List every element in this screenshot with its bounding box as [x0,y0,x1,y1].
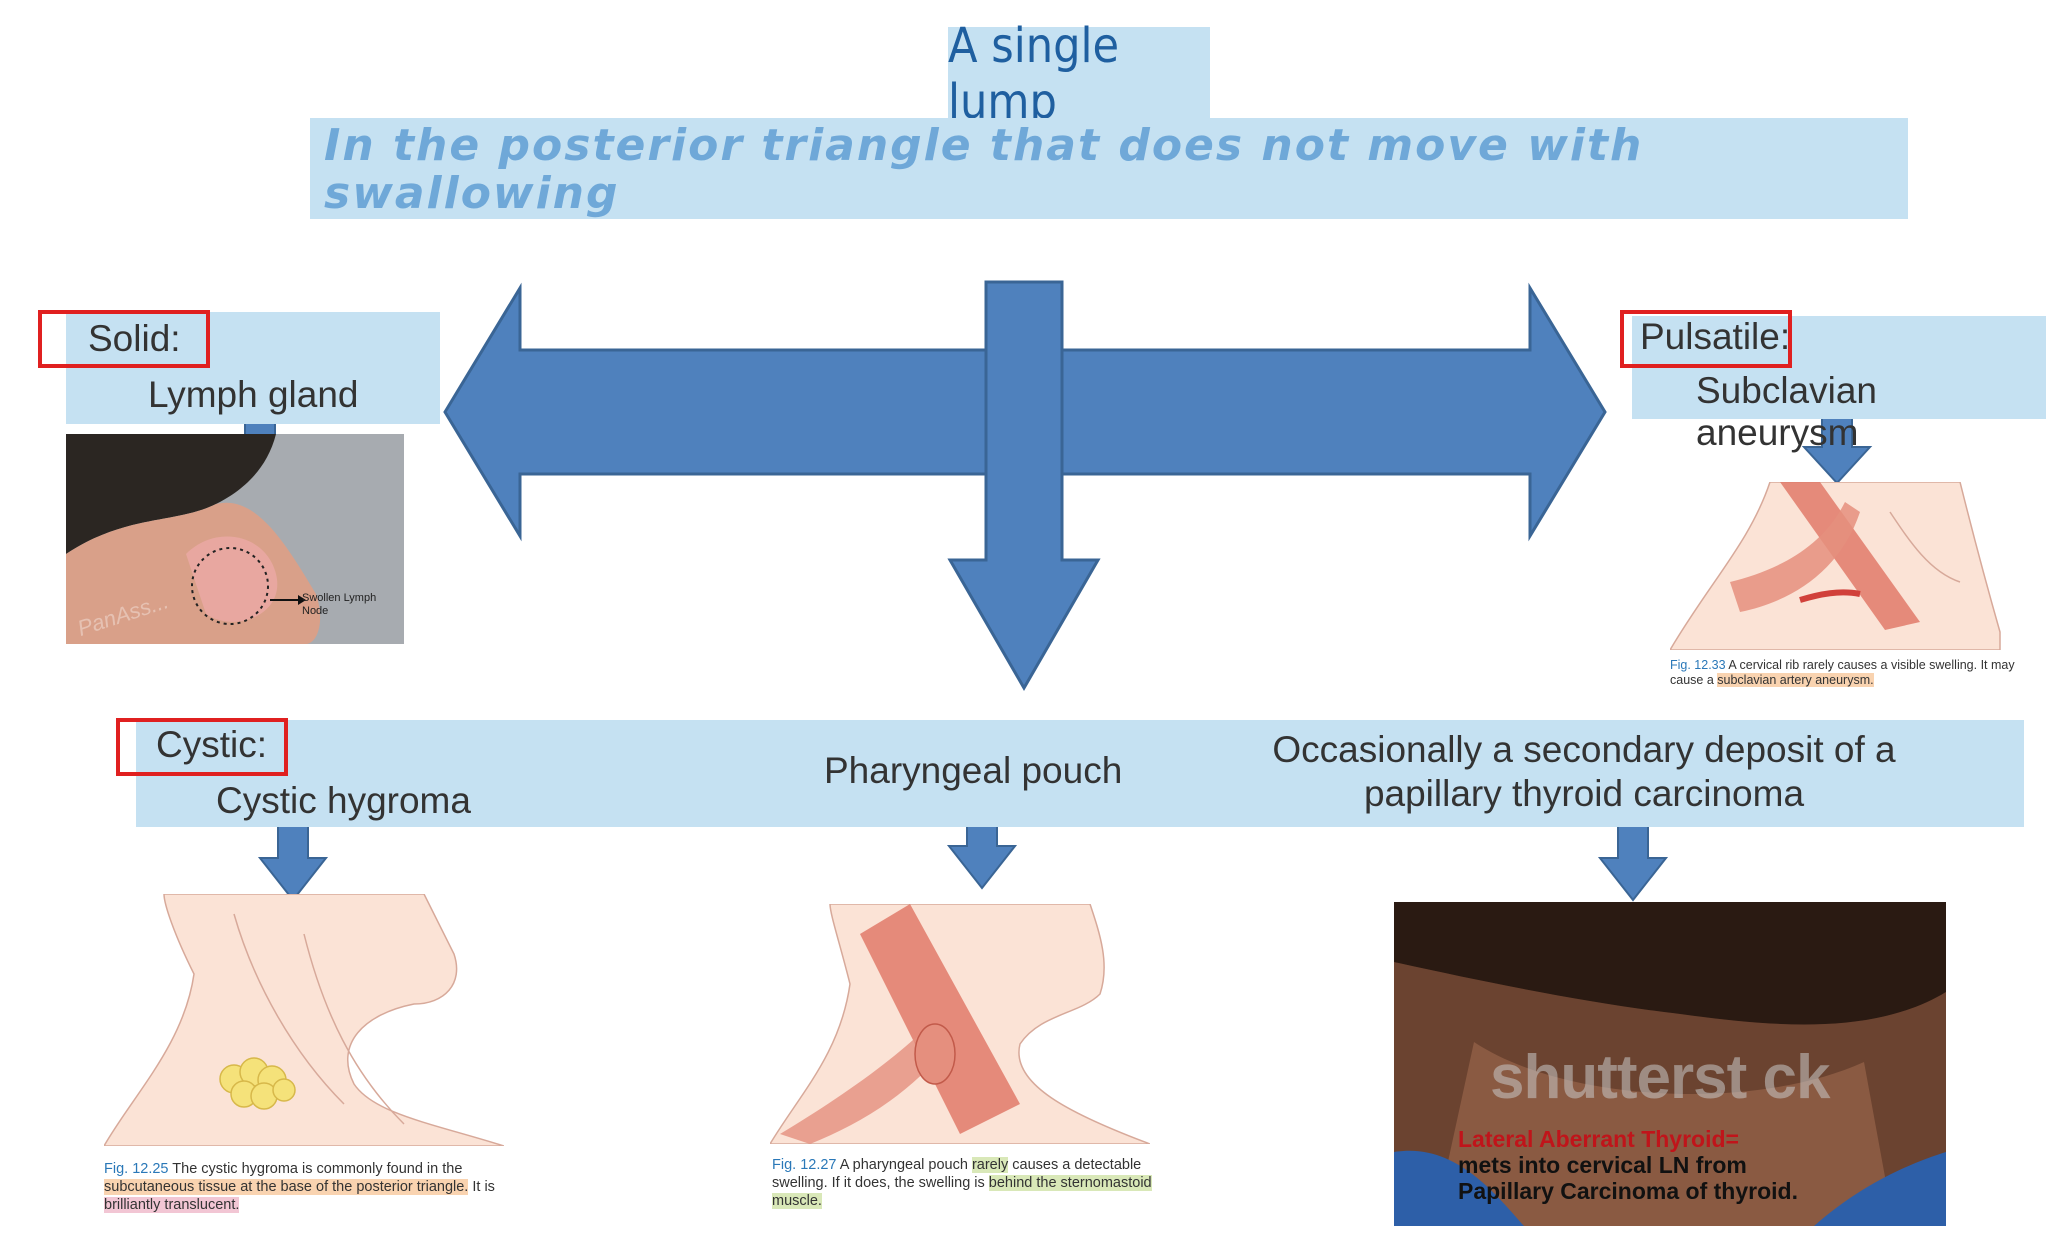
diagram-title: A single lump [948,18,1210,130]
cystic-hygroma-illustration [104,894,504,1146]
pulsatile-caption: Fig. 12.33 A cervical rib rarely causes … [1670,658,2030,688]
pharyngeal-pouch-label: Pharyngeal pouch [824,750,1123,791]
pouch-caption-fig: Fig. 12.27 [772,1157,837,1173]
cystic-category-label: Cystic: [156,724,267,765]
subclavian-aneurysm-label: Subclavian aneurysm [1696,370,1878,453]
arrow-cystic-hygroma [257,825,329,902]
pulsatile-highlight-frame [1620,310,1792,368]
vertical-down-arrow [947,280,1101,691]
cystic-caption-text2: It is [472,1179,495,1195]
pulsatile-category-label: Pulsatile: [1640,316,1791,357]
pouch-caption: Fig. 12.27 A pharyngeal pouch rarely cau… [772,1156,1172,1210]
arrow-subclavian [1801,413,1873,485]
overlay-line1: Lateral Aberrant Thyroid= [1458,1126,1739,1152]
cystic-caption-highlight1: subcutaneous tissue at the base of the p… [104,1179,469,1195]
cystic-hygroma-label: Cystic hygroma [216,780,471,821]
pulsatile-caption-highlight: subclavian artery aneurysm. [1717,673,1874,687]
lower-box [136,720,2024,827]
solid-box [66,312,440,424]
cystic-caption: Fig. 12.25 The cystic hygroma is commonl… [104,1160,524,1214]
subclavian-illustration [1670,482,2001,650]
diagram-subtitle: In the posterior triangle that does not … [310,118,1908,219]
pharyngeal-pouch-illustration [770,904,1150,1144]
secondary-deposit-label: Occasionally a secondary deposit of a pa… [1264,728,1904,816]
pulsatile-caption-fig: Fig. 12.33 [1670,658,1726,672]
cystic-caption-text1: The cystic hygroma is commonly found in … [172,1161,463,1177]
solid-category-label: Solid: [88,318,181,359]
cystic-highlight-frame [116,718,288,776]
cystic-caption-highlight2: brilliantly translucent. [104,1197,240,1213]
arrow-secondary-deposit [1597,825,1669,902]
solid-highlight-frame [38,310,210,368]
swollen-lymph-node-label: Swollen Lymph Node [302,592,377,617]
lymph-node-photo: Swollen Lymph Node PanAss... [66,434,404,644]
lymph-gland-label: Lymph gland [148,374,359,415]
secondary-deposit-line2: papillary thyroid carcinoma [1363,773,1805,814]
pouch-caption-highlight1: rarely [971,1157,1009,1173]
secondary-deposit-line1: Occasionally a secondary deposit of a [1272,729,1896,770]
overlay-line3: Papillary Carcinoma of thyroid. [1458,1178,1798,1204]
shutterstock-watermark: shutterst ck [1490,1043,1830,1112]
pouch-caption-text2: causes a detectable swelling. If it does… [772,1157,1142,1191]
thyroid-mets-photo: shutterst ck Lateral Aberrant Thyroid= m… [1394,902,1946,1226]
pulsatile-caption-text: A cervical rib rarely causes a visible s… [1670,658,2015,687]
cystic-caption-fig: Fig. 12.25 [104,1161,169,1177]
pouch-caption-text1: A pharyngeal pouch [839,1157,968,1173]
overlay-line2: mets into cervical LN from [1458,1152,1747,1178]
